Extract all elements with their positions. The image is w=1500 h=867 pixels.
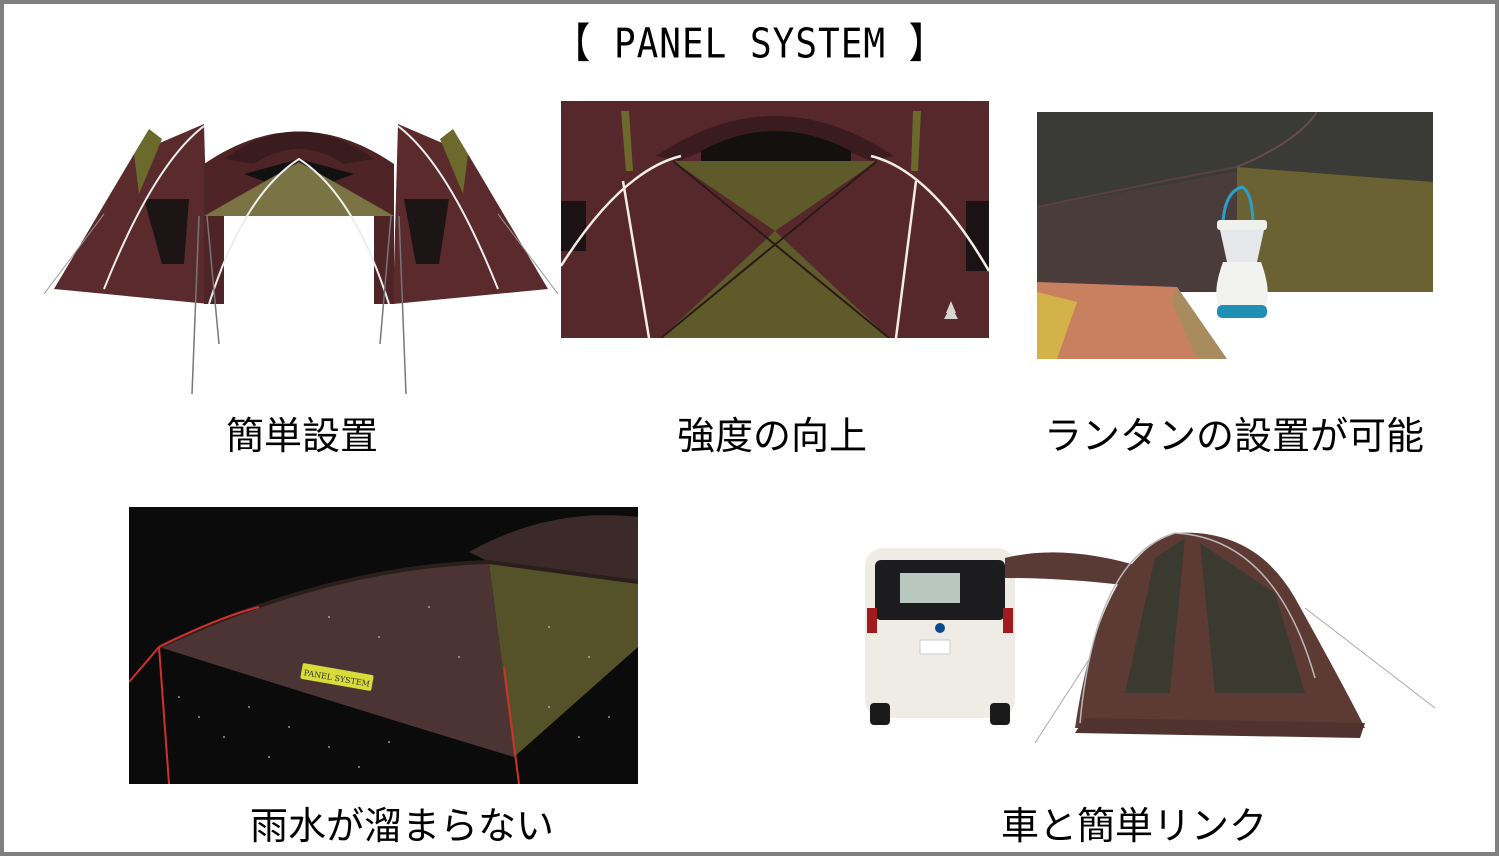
page-title: 【 PANEL SYSTEM 】 (554, 20, 946, 68)
image-tent-panel-closeup (561, 101, 989, 338)
caption-car-link: 車と簡単リンク (1000, 804, 1268, 848)
image-tent-linked-to-car (855, 518, 1440, 748)
caption-easy-setup: 簡単設置 (225, 414, 379, 458)
caption-rain: 雨水が溜まらない (249, 804, 555, 848)
image-tent-front-view (44, 104, 558, 404)
image-rain-on-panel: PANEL SYSTEM (129, 507, 638, 784)
image-lantern-hanging (1037, 112, 1433, 359)
caption-lantern: ランタンの設置が可能 (1043, 414, 1425, 458)
caption-strength: 強度の向上 (676, 414, 868, 458)
